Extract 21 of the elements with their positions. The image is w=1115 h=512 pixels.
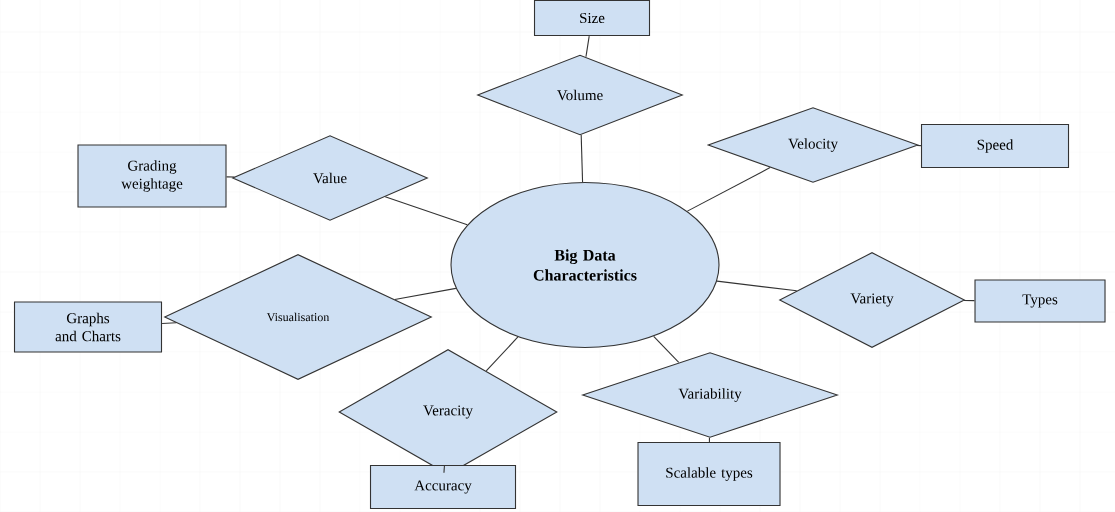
connector-line	[485, 336, 519, 372]
connector-line	[716, 280, 798, 292]
connector-line	[226, 176, 235, 178]
connector-line	[585, 35, 590, 58]
attribute-box: Size	[533, 0, 651, 37]
connector-line	[443, 464, 446, 474]
connector-line	[394, 287, 457, 300]
attribute-box: Grading weightage	[77, 144, 227, 208]
connector-line	[686, 167, 771, 212]
attribute-box: Speed	[920, 123, 1070, 169]
connector-line	[963, 300, 975, 302]
connector-line	[384, 196, 468, 226]
connector-line	[580, 134, 584, 183]
attribute-box: Types	[974, 279, 1106, 323]
attribute-box: Accuracy	[369, 464, 517, 510]
connector-line	[708, 437, 710, 443]
attribute-box: Scalable types	[637, 441, 781, 507]
attribute-box: Graphs and Charts	[13, 301, 163, 353]
connector-line	[161, 322, 177, 325]
connector-line	[916, 145, 922, 147]
connector-line	[653, 335, 680, 364]
